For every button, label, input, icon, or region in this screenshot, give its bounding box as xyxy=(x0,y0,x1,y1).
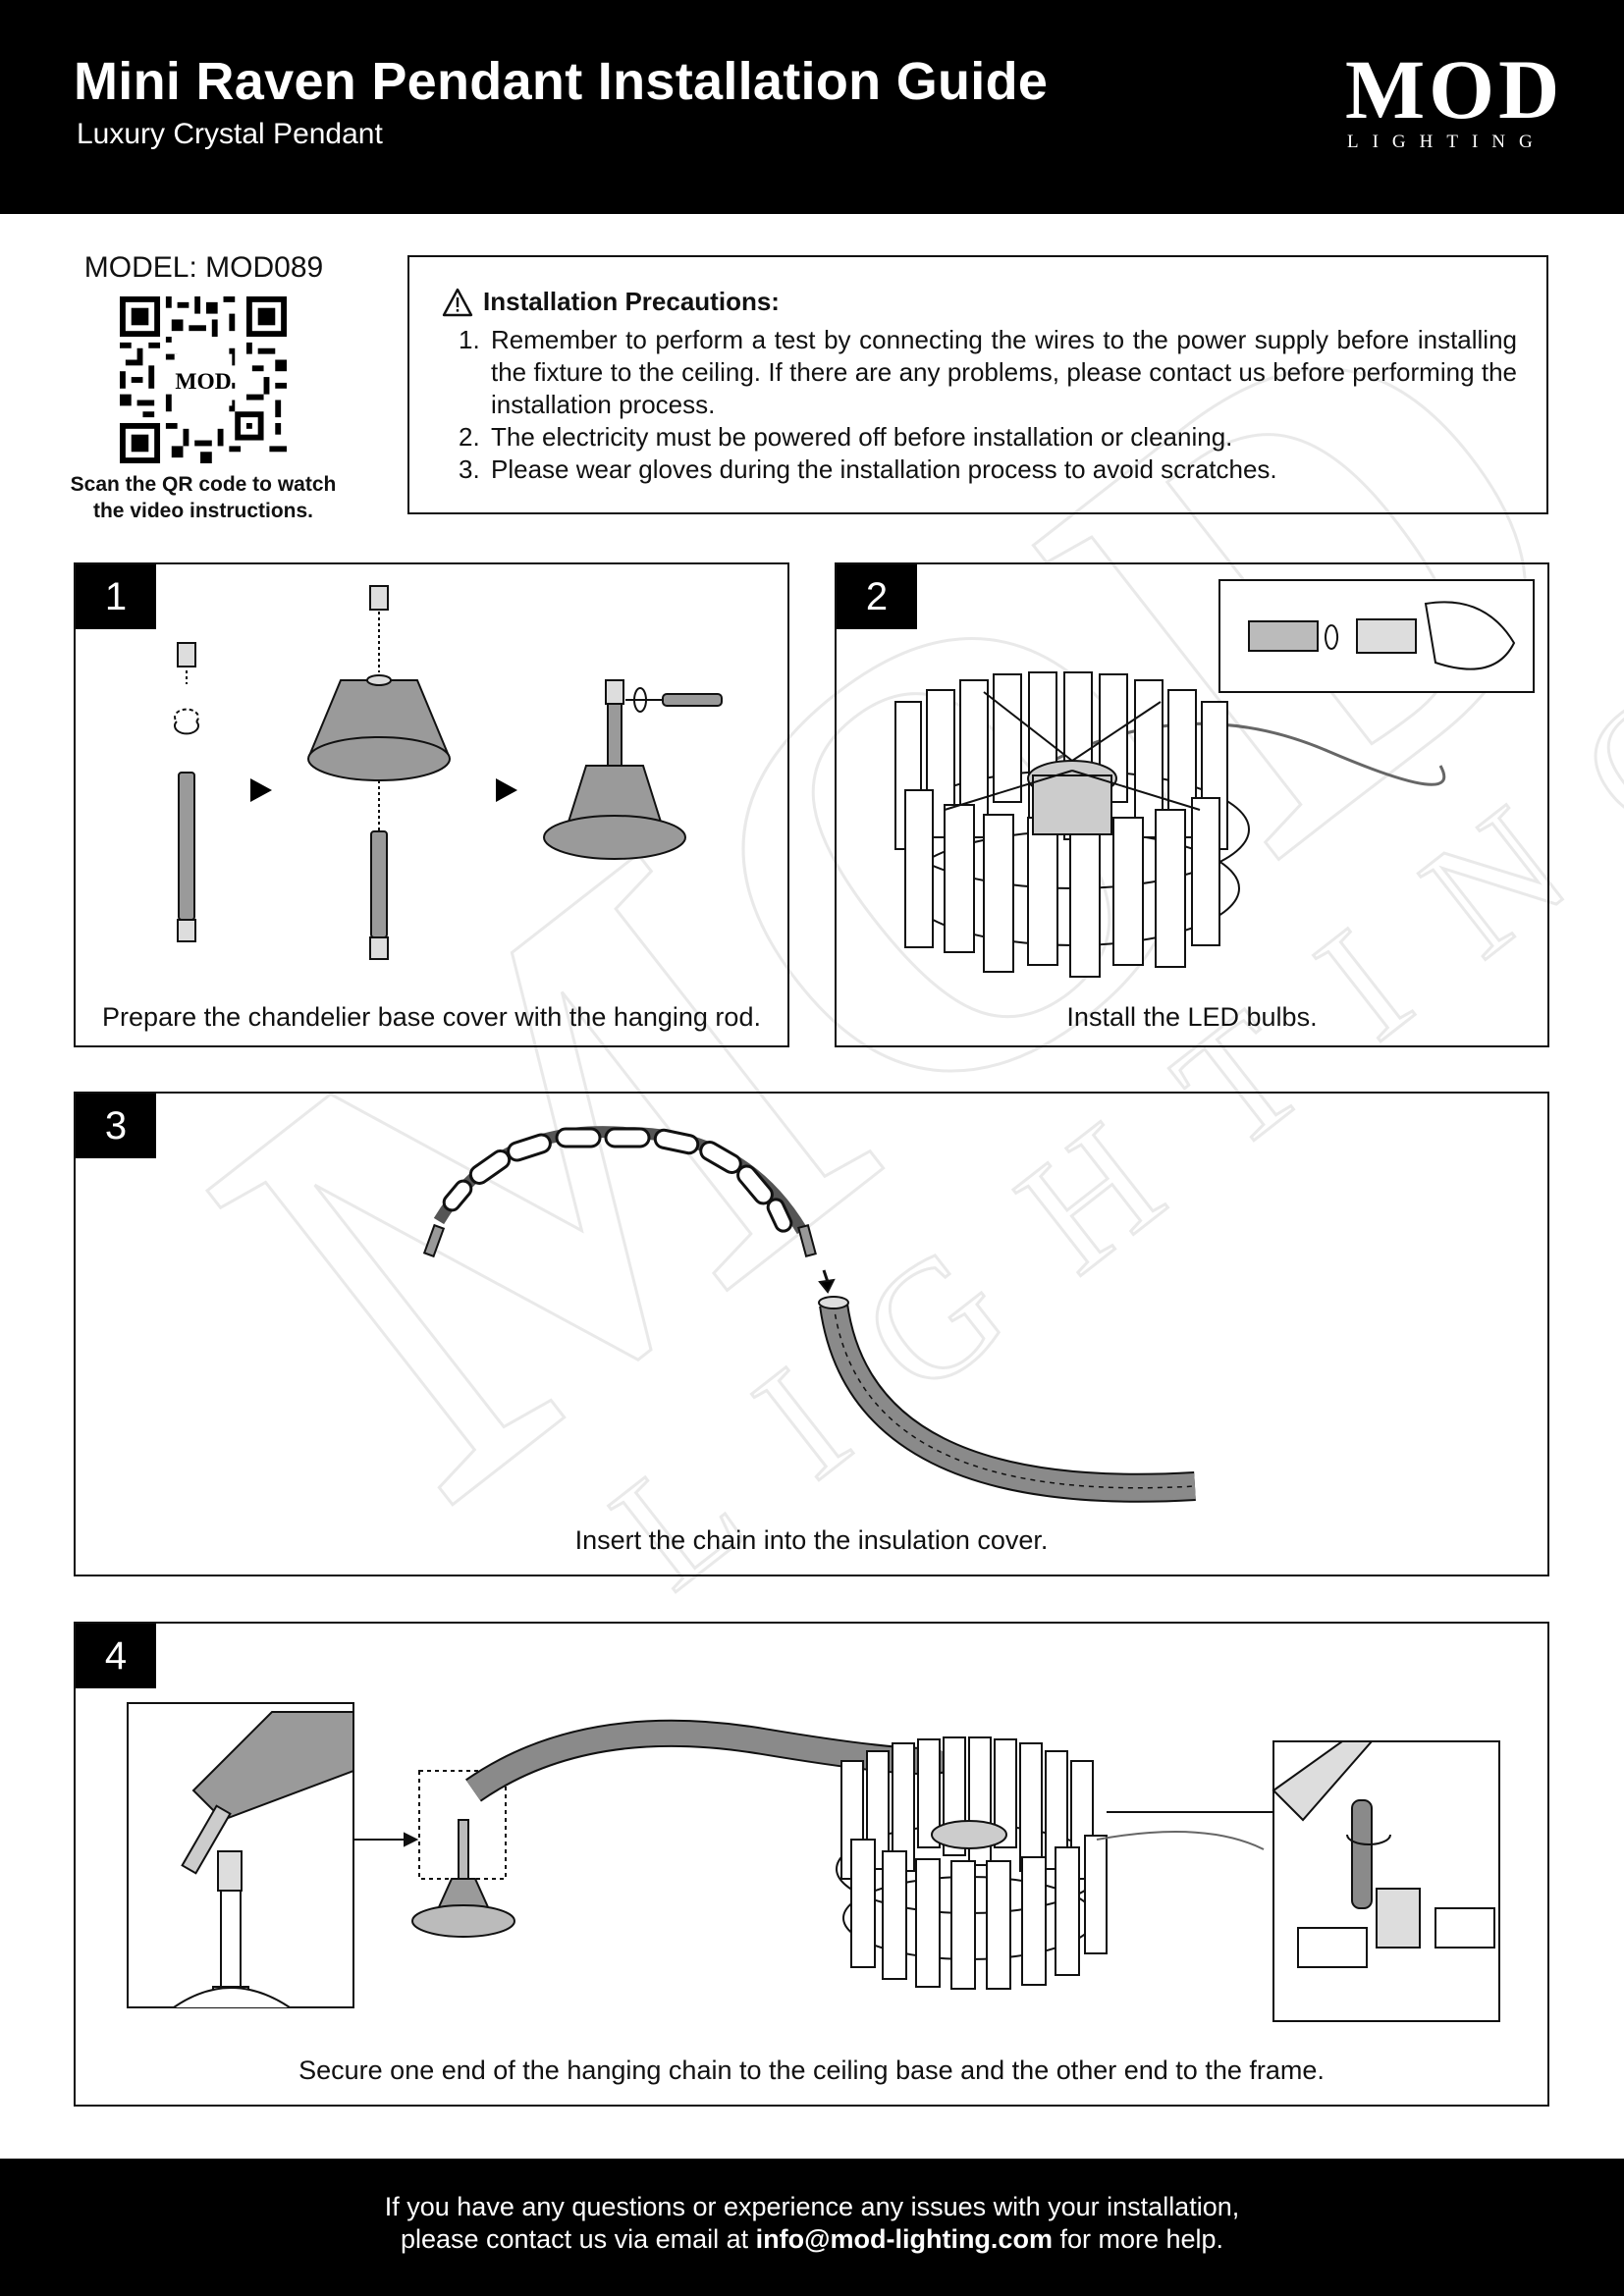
precaution-text: Please wear gloves during the installati… xyxy=(491,454,1277,484)
brand-logo-subtext: LIGHTING xyxy=(1347,132,1546,153)
step-1-caption: Prepare the chandelier base cover with t… xyxy=(76,1002,787,1033)
page-subtitle: Luxury Crystal Pendant xyxy=(77,118,383,151)
precautions-box: Installation Precautions: 1. Remember to … xyxy=(407,255,1548,514)
precautions-title: Installation Precautions: xyxy=(483,287,780,317)
precautions-list: 1. Remember to perform a test by connecti… xyxy=(459,324,1517,486)
step-2-illustration xyxy=(837,564,1546,996)
step-1-illustration xyxy=(76,564,786,996)
step-3-caption: Insert the chain into the insulation cov… xyxy=(76,1525,1547,1556)
model-label: MODEL: MOD089 xyxy=(79,251,329,285)
footer-line-1: If you have any questions or experience … xyxy=(0,2192,1624,2222)
qr-code-icon[interactable]: MOD xyxy=(120,296,287,463)
precaution-text: Remember to perform a test by connecting… xyxy=(491,325,1517,419)
step-3-illustration xyxy=(76,1094,1546,1525)
precaution-item: 1. Remember to perform a test by connecti… xyxy=(459,324,1517,421)
footer-line-2-suffix: for more help. xyxy=(1053,2224,1223,2254)
warning-triangle-icon xyxy=(442,288,473,317)
qr-caption: Scan the QR code to watch the video inst… xyxy=(61,471,346,524)
qr-caption-line-1: Scan the QR code to watch xyxy=(61,471,346,498)
support-email-link[interactable]: info@mod-lighting.com xyxy=(756,2224,1053,2254)
footer: If you have any questions or experience … xyxy=(0,2159,1624,2296)
precautions-header: Installation Precautions: xyxy=(442,287,780,317)
brand-logo: MOD xyxy=(1345,47,1563,132)
qr-caption-line-2: the video instructions. xyxy=(61,498,346,524)
precaution-item: 2. The electricity must be powered off be… xyxy=(459,421,1517,454)
precaution-number: 3. xyxy=(459,454,480,486)
footer-line-2-prefix: please contact us via email at xyxy=(401,2224,756,2254)
step-1-panel: 1 xyxy=(74,562,789,1047)
step-4-panel: 4 xyxy=(74,1622,1549,2107)
step-4-illustration xyxy=(76,1624,1546,2056)
step-3-panel: 3 Insert t xyxy=(74,1092,1549,1576)
precaution-item: 3. Please wear gloves during the installa… xyxy=(459,454,1517,486)
precaution-number: 1. xyxy=(459,324,480,356)
precaution-number: 2. xyxy=(459,421,480,454)
page-title: Mini Raven Pendant Installation Guide xyxy=(74,51,1048,112)
header: Mini Raven Pendant Installation Guide Lu… xyxy=(0,0,1624,214)
step-2-caption: Install the LED bulbs. xyxy=(837,1002,1547,1033)
qr-logo-text: MOD xyxy=(175,369,231,395)
precaution-text: The electricity must be powered off befo… xyxy=(491,422,1232,452)
step-4-caption: Secure one end of the hanging chain to t… xyxy=(76,2056,1547,2086)
footer-line-2: please contact us via email at info@mod-… xyxy=(0,2224,1624,2255)
step-2-panel: 2 xyxy=(835,562,1549,1047)
